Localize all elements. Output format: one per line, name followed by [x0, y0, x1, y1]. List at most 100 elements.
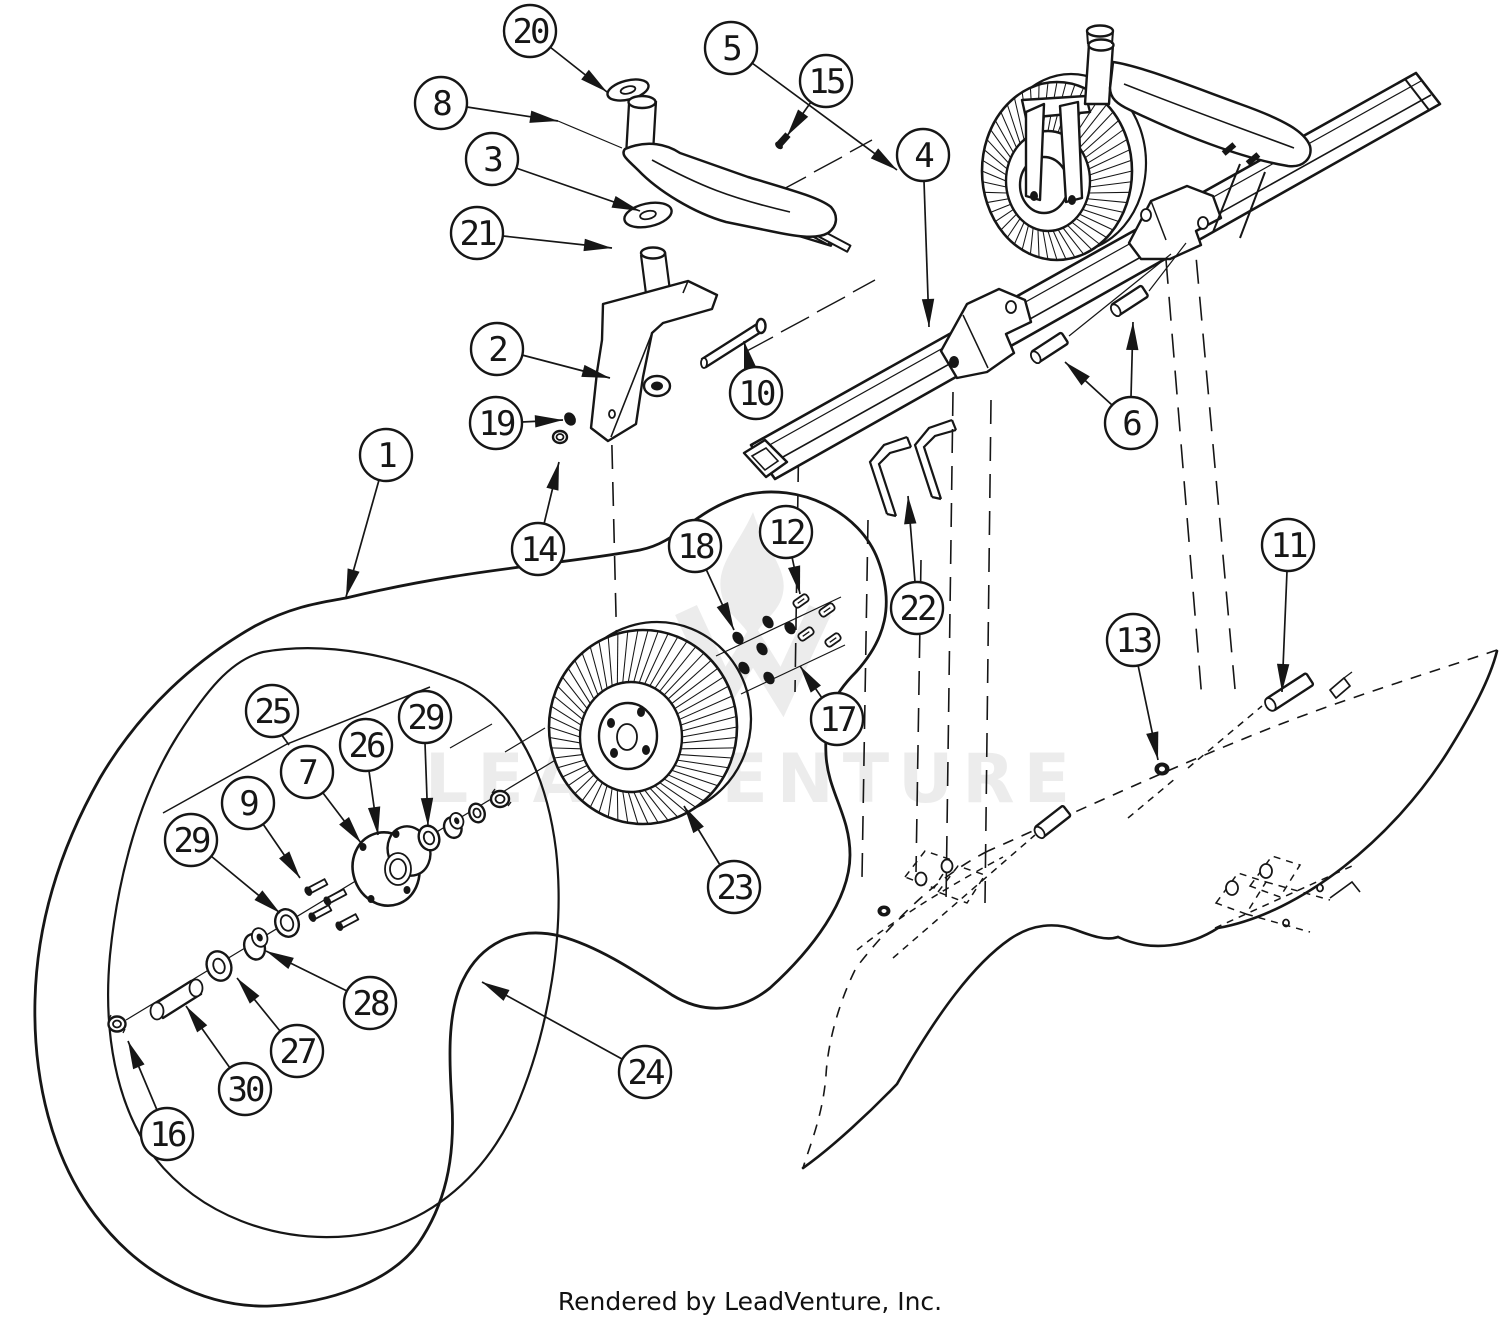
leader-arrowhead [581, 364, 610, 378]
callout-number: 6 [1122, 404, 1141, 444]
callout-10: 10 [728, 340, 784, 421]
callout-number: 8 [432, 84, 451, 124]
callout-balloon-1 [358, 427, 414, 483]
callout-21: 21 [449, 205, 613, 261]
wheel-top-right [980, 72, 1148, 262]
leader-arrowhead [534, 415, 563, 428]
callout-2: 2 [469, 321, 611, 379]
callout-14: 14 [510, 461, 566, 577]
callout-number: 28 [353, 984, 389, 1024]
spindle-bracket-2 [551, 246, 767, 445]
callout-3: 3 [464, 131, 641, 212]
callout-29: 29 [163, 812, 281, 914]
seal-29-left [273, 908, 301, 938]
callout-25: 25 [244, 683, 300, 746]
callout-4: 4 [895, 127, 951, 328]
washer-flat [468, 802, 486, 824]
deck-outline [801, 649, 1499, 1170]
spacer-30 [149, 978, 204, 1021]
leader-arrowhead [581, 69, 607, 92]
bolt-19 [564, 412, 576, 426]
nut-13 [1154, 762, 1170, 776]
group-25-bracket-line [162, 686, 431, 814]
callout-balloon-23 [706, 859, 762, 915]
beam-brackets [939, 184, 1223, 380]
inner-detail-bubble [107, 647, 560, 1239]
callout-number: 26 [349, 726, 385, 766]
leader-arrowhead [800, 666, 821, 693]
callout-7: 7 [279, 744, 362, 844]
leader-arrowhead [420, 797, 434, 826]
callout-19: 19 [468, 395, 564, 451]
callout-5: 5 [703, 20, 898, 171]
callout-balloon-15 [798, 53, 854, 109]
callout-number: 25 [255, 692, 290, 732]
callout-balloon-28 [342, 975, 398, 1031]
callout-9: 9 [220, 775, 301, 879]
leader-arrowhead [716, 601, 734, 630]
callout-balloon-6 [1103, 395, 1159, 451]
bearing-outer [442, 812, 465, 840]
callout-24: 24 [481, 981, 673, 1100]
callout-number: 30 [228, 1070, 264, 1110]
callout-number: 2 [488, 330, 506, 370]
callout-balloon-29 [397, 689, 453, 745]
callout-balloon-16 [139, 1106, 195, 1162]
detail-blob-outline [33, 490, 888, 1308]
leader-arrowhead [788, 565, 801, 594]
callout-number: 29 [408, 698, 444, 738]
callout-balloon-9 [220, 775, 276, 831]
callout-30: 30 [185, 1005, 273, 1117]
callout-number: 10 [739, 374, 775, 414]
leader-arrowhead [482, 982, 510, 1001]
u-clips-22 [868, 418, 958, 518]
leader-arrowhead [1126, 322, 1139, 351]
callout-balloon-25 [244, 683, 300, 739]
leader-arrowhead [529, 110, 558, 123]
spindle-cap [1085, 24, 1115, 45]
washer-29-right [417, 824, 441, 852]
lug-bolts-9 [304, 878, 360, 931]
nut-14 [551, 429, 569, 445]
callout-balloon-17 [809, 691, 865, 747]
callout-18: 18 [667, 518, 735, 631]
callout-balloon-10 [728, 365, 784, 421]
callout-balloon-21 [449, 205, 505, 261]
callout-balloon-26 [338, 717, 394, 773]
castle-nut [489, 788, 512, 809]
callout-balloon-30 [217, 1061, 273, 1117]
bearing-28 [242, 927, 269, 961]
callout-number: 24 [628, 1053, 664, 1093]
leader-arrowhead [546, 462, 559, 491]
callout-number: 5 [722, 29, 740, 69]
leader-line-5 [751, 62, 898, 171]
wheel-hub-26 [351, 825, 432, 907]
leader-arrowhead [128, 1041, 145, 1070]
footer-credit: Rendered by LeadVenture, Inc. [558, 1287, 942, 1316]
callout-number: 16 [150, 1115, 186, 1155]
callout-balloon-7 [279, 744, 335, 800]
leader-arrowhead [186, 1006, 208, 1033]
callout-number: 1 [377, 436, 396, 476]
caster-fork-top-right [1020, 24, 1312, 239]
callout-number: 7 [298, 753, 316, 793]
callout-8: 8 [413, 75, 559, 131]
callout-number: 4 [914, 136, 933, 176]
pin-11 [1127, 671, 1353, 819]
callout-28: 28 [265, 950, 398, 1031]
leader-arrowhead [339, 816, 361, 843]
callout-number: 15 [809, 62, 844, 102]
leader-arrowhead [744, 341, 757, 370]
callout-balloon-27 [269, 1023, 325, 1079]
leader-arrowhead [279, 851, 300, 878]
detail-bubble-outlines [33, 490, 888, 1308]
fastener-cluster [715, 593, 846, 695]
leader-arrowhead [237, 978, 260, 1004]
callout-number: 13 [1116, 621, 1151, 661]
callout-balloon-13 [1105, 612, 1161, 668]
callout-26: 26 [338, 717, 394, 836]
leader-arrowhead [254, 890, 280, 913]
